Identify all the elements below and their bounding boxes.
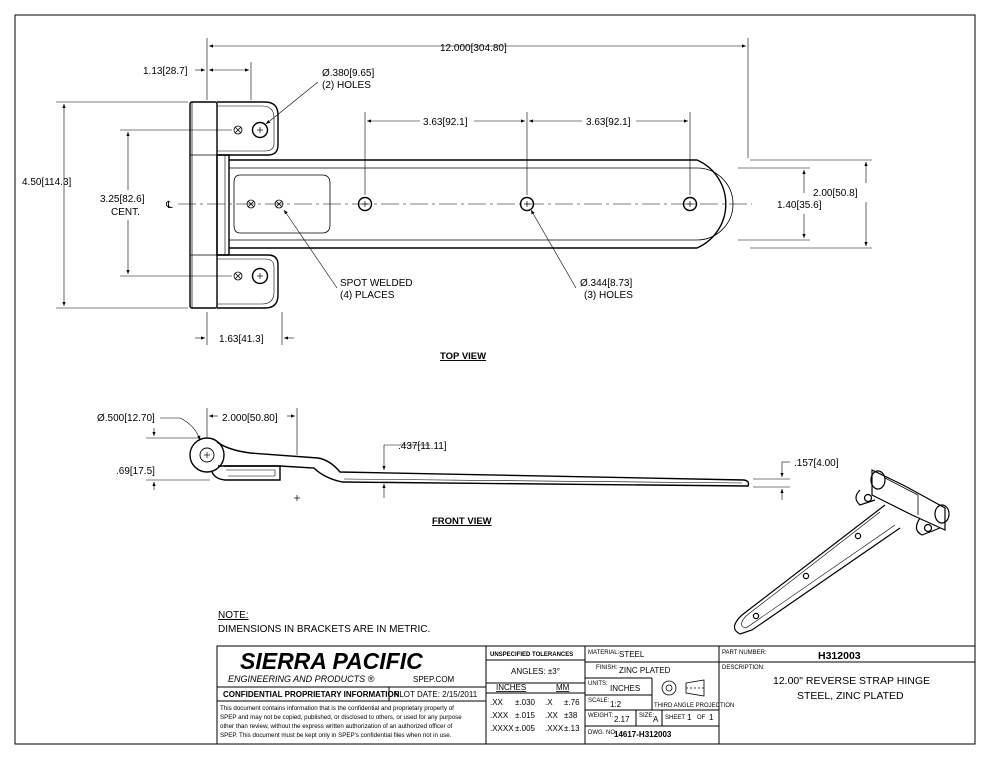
dim-knuckle-h: .69[17.5]: [116, 466, 155, 477]
centerline-symbol: ℄: [165, 200, 173, 211]
isometric-view: [733, 469, 950, 635]
scale-value: 1:2: [610, 700, 622, 709]
tolerances-inches-header: INCHES: [496, 683, 526, 692]
tolerances-angles: ANGLES: ±3°: [511, 667, 560, 676]
tol-mm-val-2: ±38: [564, 711, 578, 720]
top-view-dimension-lines: [56, 38, 872, 345]
tol-mm-val-1: ±.76: [564, 698, 580, 707]
weight-value: 2.17: [614, 715, 630, 724]
weight-label: WEIGHT:: [588, 713, 613, 719]
dim-knuckle-len: 2.000[50.80]: [222, 413, 278, 424]
units-label: UNITS:: [588, 681, 608, 687]
legal-line-2: SPEP and may not be copied, published, o…: [220, 714, 462, 721]
dim-hole-spacing-1: 3.63[92.1]: [423, 117, 468, 128]
company-website: SPEP.COM: [413, 675, 455, 684]
front-view-drawing: [189, 437, 750, 487]
tol-in-key-3: .XXXX: [490, 724, 514, 733]
dim-overall-length: 12.000[304.80]: [440, 43, 507, 54]
sheet-border: [14, 14, 976, 745]
dim-strap-inner: 1.40[35.6]: [777, 200, 822, 211]
description-label: DESCRIPTION:: [722, 665, 765, 671]
confidential-heading: CONFIDENTIAL PROPRIETARY INFORMATION: [223, 690, 400, 699]
dim-height: 4.50[114.3]: [22, 177, 72, 188]
dim-strap-hole-qty: (3) HOLES: [584, 290, 633, 301]
note-text: DIMENSIONS IN BRACKETS ARE IN METRIC.: [218, 624, 430, 635]
dwg-number: 14617-H312003: [614, 730, 672, 739]
scale-label: SCALE:: [588, 698, 610, 704]
description-line-2: STEEL, ZINC PLATED: [797, 690, 904, 702]
sheet-total: 1: [709, 713, 714, 722]
size-value: A: [653, 715, 659, 724]
material-label: MATERIAL:: [588, 650, 620, 656]
note-title: NOTE:: [218, 610, 249, 621]
size-label: SIZE:: [639, 713, 654, 719]
dim-hole-spacing-2: 3.63[92.1]: [586, 117, 631, 128]
legal-line-3: other than review, without the express w…: [220, 723, 453, 730]
legal-line-4: SPEP. This document must be kept only in…: [220, 732, 452, 739]
tol-mm-key-2: .XX: [545, 711, 559, 720]
front-view-label: FRONT VIEW: [432, 516, 492, 527]
dim-center-a: 3.25[82.6]: [100, 194, 145, 205]
of-label: OF: [697, 715, 706, 721]
dim-rise: .437[11.11]: [398, 441, 447, 452]
dim-leaf-offset: 1.63[41.3]: [219, 334, 264, 345]
dim-thickness: .157[4.00]: [794, 458, 839, 469]
sheet-value: 1: [687, 713, 692, 722]
part-number: H312003: [818, 650, 861, 662]
label-spot-welded-qty: (4) PLACES: [340, 290, 395, 301]
description-line-1: 12.00" REVERSE STRAP HINGE: [773, 675, 930, 687]
title-block-frame: [216, 645, 976, 745]
dim-center-b: CENT.: [111, 207, 140, 218]
legal-line-1: This document contains information that …: [220, 705, 454, 712]
top-view-label: TOP VIEW: [440, 351, 486, 362]
dim-strap-hole: Ø.344[8.73]: [580, 278, 632, 289]
label-spot-welded: SPOT WELDED: [340, 278, 413, 289]
dim-leaf-width: 1.13[28.7]: [143, 66, 188, 77]
projection-symbol: [661, 679, 705, 697]
tolerances-title: UNSPECIFIED TOLERANCES: [490, 652, 573, 658]
tol-mm-key-1: .X: [545, 698, 553, 707]
units-value: INCHES: [610, 684, 640, 693]
hole-center-marks: [257, 127, 693, 279]
tol-in-val-3: ±.005: [515, 724, 536, 733]
dim-knuckle-dia: Ø.500[12.70]: [97, 413, 155, 424]
tol-mm-key-3: .XXX: [545, 724, 564, 733]
front-view-dimension-lines: [146, 408, 790, 500]
material-value: STEEL: [619, 650, 645, 659]
plot-date: PLOT DATE: 2/15/2011: [394, 690, 478, 699]
tolerances-mm-header: MM: [556, 683, 570, 692]
dim-strap-width: 2.00[50.8]: [813, 188, 858, 199]
company-subtitle: ENGINEERING AND PRODUCTS ®: [228, 674, 375, 684]
tol-in-key-2: .XXX: [490, 711, 509, 720]
tol-in-val-2: ±.015: [515, 711, 536, 720]
dim-pin-hole: Ø.380[9.65]: [322, 68, 374, 79]
tol-in-key-1: .XX: [490, 698, 504, 707]
projection-label: THIRD ANGLE PROJECTION: [654, 703, 734, 709]
top-view-drawing: [189, 101, 734, 309]
part-number-label: PART NUMBER:: [722, 650, 767, 656]
dwg-label: DWG. NO.: [588, 730, 617, 736]
tol-in-val-1: ±.030: [515, 698, 536, 707]
sheet-label: SHEET: [665, 715, 685, 721]
dim-pin-hole-qty: (2) HOLES: [322, 80, 371, 91]
front-view-marks: [204, 452, 300, 501]
company-logo: SIERRA PACIFIC: [240, 648, 423, 674]
tol-mm-val-3: ±.13: [564, 724, 580, 733]
finish-label: FINISH:: [596, 665, 618, 671]
finish-value: ZINC PLATED: [619, 666, 671, 675]
